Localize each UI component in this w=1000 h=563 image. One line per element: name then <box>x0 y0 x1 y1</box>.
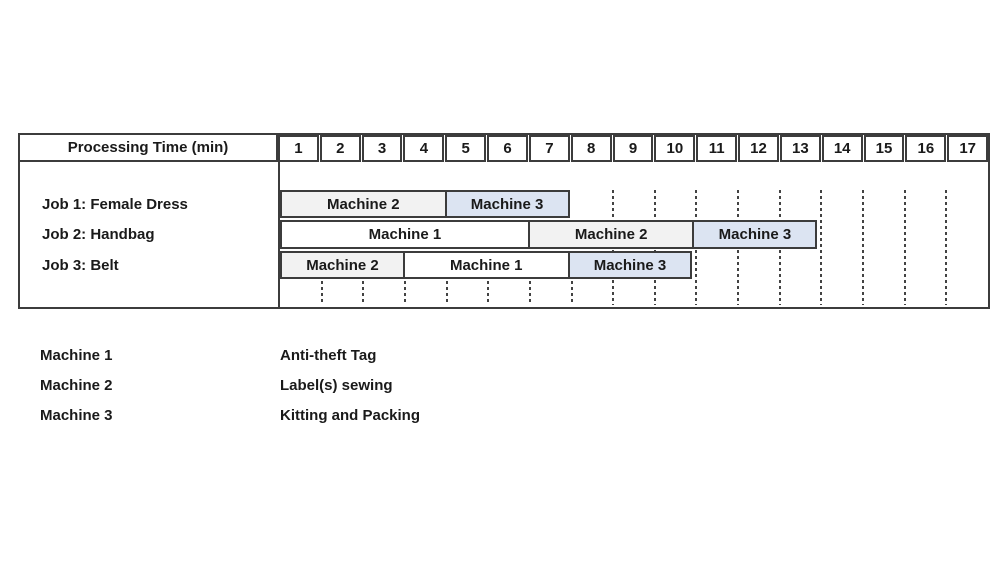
job1-machine2-bar: Machine 2 <box>280 190 447 218</box>
job-label-1: Job 1: Female Dress <box>42 195 188 213</box>
time-tick-2: 2 <box>319 135 361 162</box>
dotted-gridline <box>362 281 365 305</box>
job2-machine1-bar: Machine 1 <box>280 220 530 249</box>
legend-machine2-label: Machine 2 <box>40 376 113 394</box>
dotted-gridline <box>528 281 531 305</box>
time-tick-17: 17 <box>947 135 989 162</box>
dotted-gridline <box>820 190 823 305</box>
job2-bar-row: Machine 1 Machine 2 Machine 3 <box>280 220 988 249</box>
job-label-3: Job 3: Belt <box>42 256 119 274</box>
job3-machine3-bar: Machine 3 <box>567 251 693 279</box>
legend-machine1-process: Anti-theft Tag <box>280 346 377 364</box>
time-tick-15: 15 <box>863 135 905 162</box>
chart-area: Machine 2 Machine 3 Machine 1 Machine 2 … <box>280 162 988 307</box>
dotted-gridline <box>487 281 490 305</box>
job1-bar-row: Machine 2 Machine 3 <box>280 190 988 218</box>
job2-machine3-bar: Machine 3 <box>692 220 818 249</box>
time-tick-7: 7 <box>528 135 570 162</box>
time-tick-11: 11 <box>696 135 738 162</box>
time-tick-5: 5 <box>445 135 487 162</box>
legend-machine1-label: Machine 1 <box>40 346 113 364</box>
legend-machine2-process: Label(s) sewing <box>280 376 393 394</box>
dotted-gridline <box>403 281 406 305</box>
job3-machine2-bar: Machine 2 <box>280 251 405 279</box>
time-tick-16: 16 <box>905 135 947 162</box>
dotted-gridline <box>570 281 573 305</box>
time-tick-12: 12 <box>738 135 779 162</box>
legend-machine3-process: Kitting and Packing <box>280 406 421 424</box>
time-tick-3: 3 <box>361 135 403 162</box>
time-tick-6: 6 <box>487 135 528 162</box>
job2-machine2-bar: Machine 2 <box>527 220 695 249</box>
job3-bar-row: Machine 2 Machine 1 Machine 3 <box>280 251 988 279</box>
processing-time-label: Processing Time (min) <box>67 139 229 156</box>
dotted-gridline <box>903 190 906 305</box>
time-axis: 1 2 3 4 5 6 7 8 9 10 11 12 13 14 15 16 1… <box>278 135 989 162</box>
gantt-table: Processing Time (min) 1 2 3 4 5 6 7 8 9 … <box>18 133 990 309</box>
job3-machine1-bar: Machine 1 <box>402 251 570 279</box>
dotted-gridline <box>862 190 865 305</box>
time-tick-8: 8 <box>570 135 612 162</box>
job1-machine3-bar: Machine 3 <box>444 190 570 218</box>
processing-time-header-cell: Processing Time (min) <box>20 135 278 162</box>
job-label-2: Job 2: Handbag <box>42 226 155 243</box>
dotted-gridline <box>945 190 948 305</box>
time-tick-1: 1 <box>278 135 319 162</box>
label-chart-divider <box>278 162 280 307</box>
time-tick-4: 4 <box>403 135 445 162</box>
time-tick-9: 9 <box>612 135 654 162</box>
legend-row-machine2: Machine 2 Label(s) sewing <box>40 370 420 400</box>
dotted-gridline <box>320 281 323 305</box>
time-tick-13: 13 <box>779 135 821 162</box>
time-tick-14: 14 <box>821 135 863 162</box>
legend-row-machine1: Machine 1 Anti-theft Tag <box>40 340 420 370</box>
legend-machine3-label: Machine 3 <box>40 406 113 424</box>
legend-row-machine3: Machine 3 Kitting and Packing <box>40 400 420 430</box>
machine-legend: Machine 1 Anti-theft Tag Machine 2 Label… <box>40 340 420 430</box>
time-tick-10: 10 <box>654 135 696 162</box>
dotted-gridline <box>445 281 448 305</box>
